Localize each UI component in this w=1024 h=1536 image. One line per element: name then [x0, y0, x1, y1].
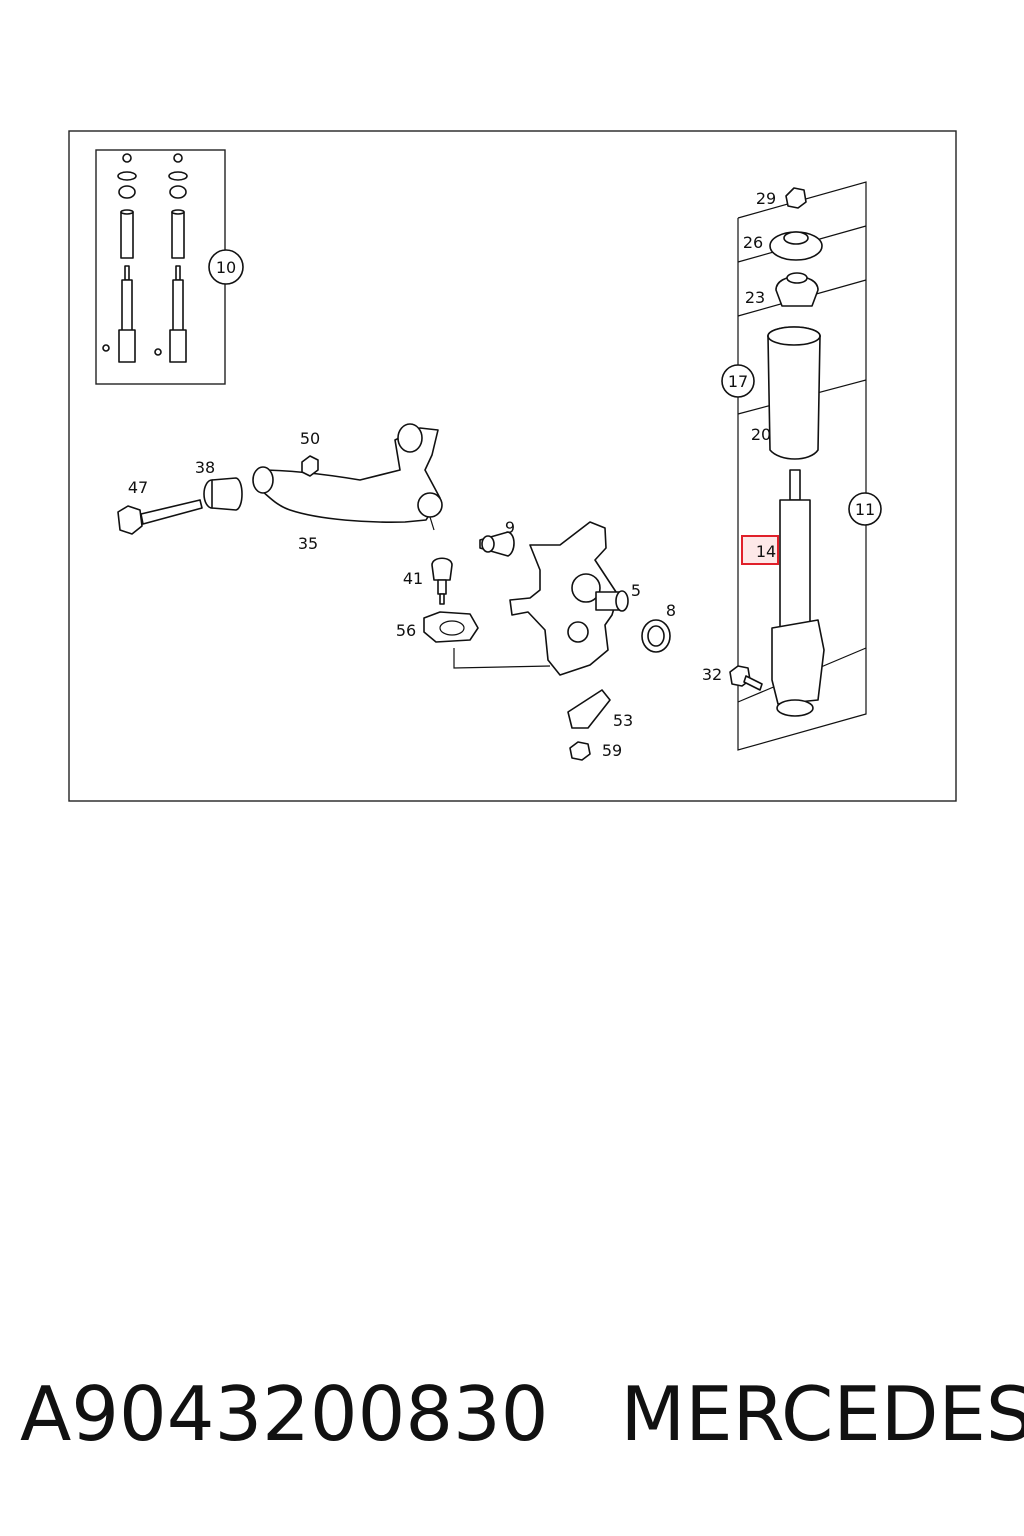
- bushing-38: [203, 477, 243, 511]
- callout-17: 17: [721, 364, 755, 398]
- callout-8: 8: [666, 601, 676, 620]
- callout-9: 9: [505, 518, 515, 537]
- svg-text:10: 10: [216, 258, 236, 277]
- shock-absorber-14: [771, 469, 825, 717]
- part-number: A9043200830: [20, 1370, 549, 1458]
- upper-control-arm: [252, 423, 443, 531]
- plate-56: [423, 611, 551, 669]
- footer-caption: A9043200830 MERCEDES: [20, 1370, 1024, 1470]
- top-mount-26: [769, 231, 823, 261]
- callout-56: 56: [396, 621, 416, 640]
- steering-knuckle: [509, 521, 629, 676]
- diagram-frame: [68, 130, 957, 802]
- svg-text:17: 17: [728, 372, 748, 391]
- callout-53: 53: [613, 711, 633, 730]
- callout-11: 11: [848, 492, 882, 526]
- callout-14: 14: [756, 542, 776, 561]
- inset-shock-variants: [95, 149, 226, 385]
- brand-name: MERCEDES: [620, 1370, 1024, 1458]
- bushing-9: [479, 531, 515, 557]
- parts-diagram: 10: [68, 130, 957, 802]
- callout-35: 35: [298, 534, 318, 553]
- callout-26: 26: [743, 233, 763, 252]
- callout-5: 5: [631, 581, 641, 600]
- callout-41: 41: [403, 569, 423, 588]
- nut-59: [569, 741, 591, 761]
- callout-10: 10: [208, 249, 244, 285]
- callout-20: 20: [751, 425, 771, 444]
- callout-50: 50: [300, 429, 320, 448]
- highlight-box-14: [741, 535, 779, 565]
- seal-8: [641, 619, 671, 653]
- svg-text:11: 11: [855, 500, 875, 519]
- callout-23: 23: [745, 288, 765, 307]
- callout-59: 59: [602, 741, 622, 760]
- bump-stop-23: [775, 272, 819, 307]
- bracket-53: [567, 689, 611, 729]
- nut-29: [785, 187, 807, 209]
- callout-29: 29: [756, 189, 776, 208]
- bolt-47: [117, 499, 203, 535]
- nut-50: [301, 455, 319, 477]
- callout-47: 47: [128, 478, 148, 497]
- ball-joint-41: [431, 557, 453, 605]
- callout-32: 32: [702, 665, 722, 684]
- callout-38: 38: [195, 458, 215, 477]
- dust-boot-20: [767, 326, 821, 460]
- bolt-32: [729, 665, 763, 691]
